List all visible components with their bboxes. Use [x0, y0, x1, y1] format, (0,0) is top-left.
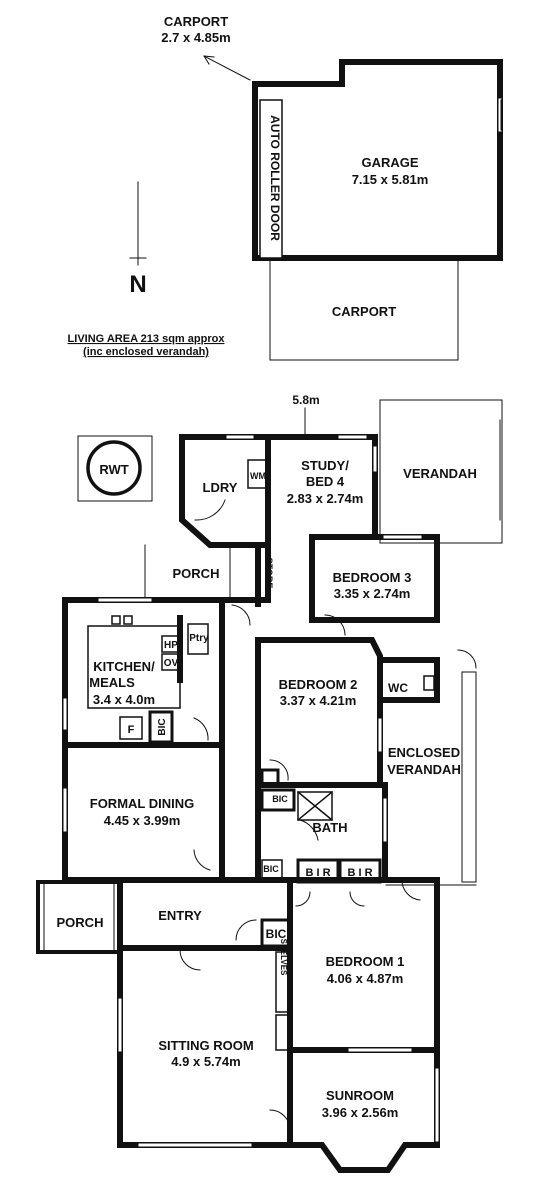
bedroom2-size: 3.37 x 4.21m	[280, 693, 357, 708]
entry-bic-label: BIC	[266, 927, 287, 941]
north-label: N	[129, 271, 146, 298]
verandah-area	[379, 399, 503, 544]
garage-size: 7.15 x 5.81m	[352, 172, 429, 187]
bedroom3-name: BEDROOM 3	[333, 570, 412, 585]
hall-bic-label: BIC	[263, 864, 279, 874]
rwt-label: RWT	[99, 462, 128, 477]
enclosed-verandah-windows	[461, 671, 477, 883]
wc-label: WC	[388, 681, 408, 695]
roller-door-label: AUTO ROLLER DOOR	[268, 115, 282, 241]
room-labels: CARPORT 2.7 x 4.85m AUTO ROLLER DOOR GAR…	[57, 14, 477, 1120]
bath-label: BATH	[312, 820, 347, 835]
living-area-line1: LIVING AREA 213 sqm approx	[68, 333, 226, 345]
kitchen-name2: MEALS	[89, 675, 135, 690]
fixtures	[87, 459, 435, 1051]
living-area-line2: (inc enclosed verandah)	[83, 346, 209, 358]
kitchen-bic-label: BIC	[157, 718, 168, 735]
entry-label: ENTRY	[158, 908, 202, 923]
porch-top-label: PORCH	[173, 566, 220, 581]
side-porch-label: PORCH	[57, 915, 104, 930]
dimension-label: 5.8m	[292, 393, 319, 407]
carport-area	[269, 257, 459, 361]
carport-arrow	[203, 55, 251, 81]
fridge-label: F	[128, 724, 135, 736]
store-label: STORE	[264, 558, 274, 589]
sunroom-name: SUNROOM	[326, 1088, 394, 1103]
windows	[63, 435, 439, 1147]
rwt-circle	[86, 440, 142, 496]
carport-name: CARPORT	[332, 304, 396, 319]
kitchen-size: 3.4 x 4.0m	[93, 692, 155, 707]
study-name1: STUDY/	[301, 458, 349, 473]
ptry-label: Ptry	[189, 633, 209, 644]
bir-left-label: B I R	[305, 867, 330, 879]
kitchen-name1: KITCHEN/	[93, 659, 155, 674]
bedroom3-size: 3.35 x 2.74m	[334, 586, 411, 601]
wm-label: WM	[250, 471, 266, 481]
bedroom1-name: BEDROOM 1	[326, 954, 405, 969]
hp-label: HP	[164, 640, 178, 651]
enclosed-verandah-line1: ENCLOSED	[388, 745, 460, 760]
carport-arrowhead	[203, 55, 215, 65]
bedroom2-name: BEDROOM 2	[279, 677, 358, 692]
shelves-label: SHELVES	[279, 939, 288, 976]
carport-top-name: CARPORT	[164, 14, 228, 29]
formal-dining-name: FORMAL DINING	[90, 796, 194, 811]
sunroom-size: 3.96 x 2.56m	[322, 1105, 399, 1120]
ov-label: OV	[164, 658, 179, 669]
formal-dining-size: 4.45 x 3.99m	[104, 813, 181, 828]
study-size: 2.83 x 2.74m	[287, 491, 364, 506]
bir-right-label: B I R	[347, 867, 372, 879]
garage-walls	[252, 59, 503, 261]
study-name2: BED 4	[306, 474, 345, 489]
sitting-name: SITTING ROOM	[158, 1038, 253, 1053]
enclosed-verandah-line2: VERANDAH	[387, 762, 461, 777]
bedroom1-size: 4.06 x 4.87m	[327, 971, 404, 986]
rwt-box	[77, 435, 153, 502]
ldry-label: LDRY	[203, 480, 238, 495]
carport-top-size: 2.7 x 4.85m	[161, 30, 230, 45]
sitting-size: 4.9 x 5.74m	[171, 1054, 240, 1069]
garage-name: GARAGE	[361, 155, 418, 170]
bath-bic-label: BIC	[272, 794, 288, 804]
door-swings	[179, 499, 477, 1131]
verandah-label: VERANDAH	[403, 466, 477, 481]
